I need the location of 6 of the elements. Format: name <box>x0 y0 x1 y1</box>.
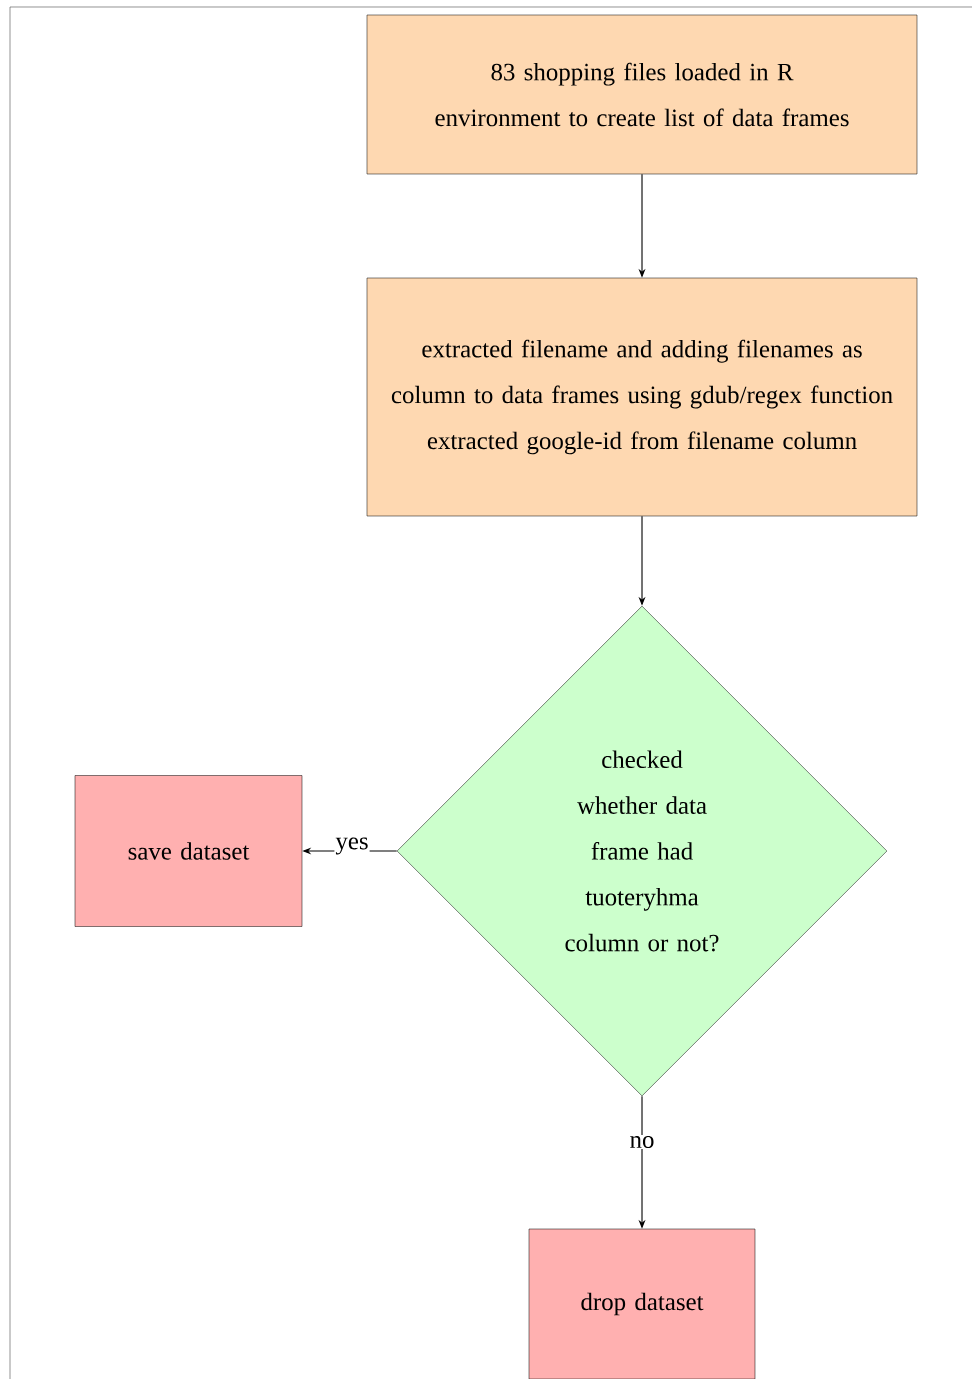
edge-label: yes <box>334 836 370 856</box>
process-box: drop dataset <box>528 1228 756 1379</box>
process-box: 83 shopping files loaded in R environment to create list of data frames <box>366 14 918 175</box>
process-box: save dataset <box>74 775 303 927</box>
process-box: extracted filename and adding filenames as column to data frames using gdub/regex function extracted google-id from filename column <box>366 277 918 517</box>
edge-label: no <box>628 1135 656 1149</box>
